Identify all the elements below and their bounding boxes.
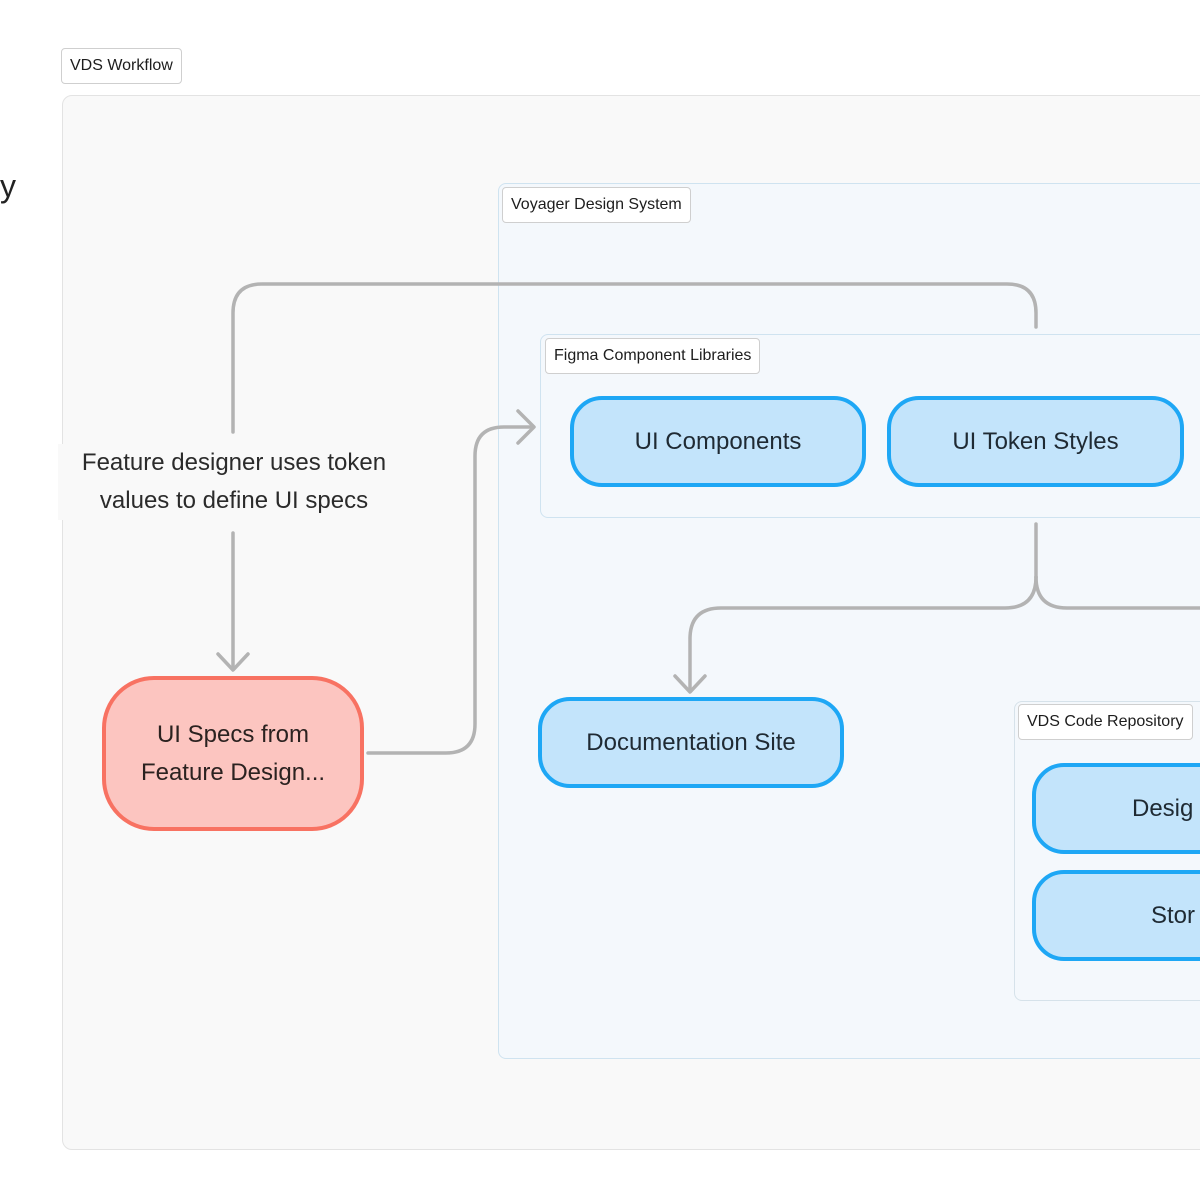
vds-workflow-frame-label[interactable]: VDS Workflow — [61, 48, 182, 84]
arrowhead-figma — [516, 409, 536, 445]
ui-specs-node[interactable]: UI Specs from Feature Design... — [102, 676, 364, 831]
token-usage-label-line-2: values to define UI specs — [99, 487, 369, 514]
ui-specs-label-line-2: Feature Design... — [140, 758, 326, 786]
ui-token-styles-node[interactable]: UI Token Styles — [887, 396, 1184, 487]
arrowhead-specs — [216, 652, 250, 672]
connector-token-styles-to-specs — [231, 282, 1038, 434]
connector-specs-to-figma — [366, 425, 534, 755]
token-usage-label-line-1: Feature designer uses token — [81, 449, 387, 476]
repo-node-design-label: Desig — [1132, 794, 1194, 822]
ui-specs-label-line-1: UI Specs from — [156, 720, 310, 748]
figma-component-libraries-label[interactable]: Figma Component Libraries — [545, 338, 761, 374]
ui-components-label: UI Components — [634, 427, 802, 455]
arrowhead-documentation — [673, 674, 707, 694]
voyager-design-system-label[interactable]: Voyager Design System — [502, 187, 691, 223]
ui-components-node[interactable]: UI Components — [570, 396, 866, 487]
connector-to-documentation — [688, 575, 1038, 692]
connector-to-repository — [1034, 575, 1200, 610]
repo-node-storybook-label: Stor — [1151, 901, 1196, 929]
clipped-text: y — [0, 168, 16, 204]
ui-token-styles-label: UI Token Styles — [952, 427, 1119, 455]
documentation-site-node[interactable]: Documentation Site — [538, 697, 844, 788]
repo-node-design[interactable]: Desig — [1032, 763, 1200, 854]
vds-code-repository-label[interactable]: VDS Code Repository — [1018, 704, 1193, 740]
repo-node-storybook[interactable]: Stor — [1032, 870, 1200, 961]
documentation-site-label: Documentation Site — [586, 728, 796, 756]
token-usage-label[interactable]: Feature designer uses token values to de… — [58, 444, 410, 520]
